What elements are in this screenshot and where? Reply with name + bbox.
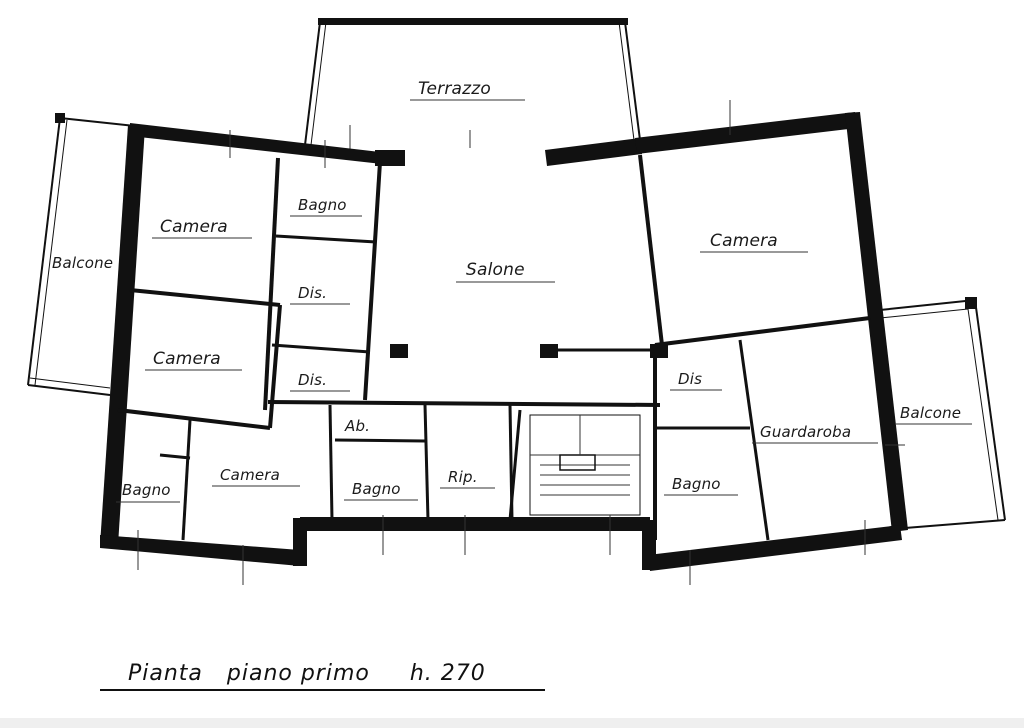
label-dis-1: Dis. bbox=[298, 284, 327, 302]
label-terrazzo: Terrazzo bbox=[418, 79, 491, 99]
room-labels: Terrazzo Salone Camera Camera Camera Cam… bbox=[52, 79, 972, 503]
label-bagno-left: Bagno bbox=[122, 481, 171, 499]
label-camera-bottom: Camera bbox=[220, 466, 280, 484]
label-bagno-center: Bagno bbox=[352, 480, 401, 498]
plan-title-text: Pianta piano primo h. 270 bbox=[128, 661, 486, 686]
label-camera-right: Camera bbox=[710, 231, 778, 251]
window-marks bbox=[137, 100, 905, 585]
outer-walls bbox=[100, 112, 908, 571]
interior-walls bbox=[117, 154, 871, 541]
label-rip: Rip. bbox=[448, 468, 478, 486]
label-guardaroba: Guardaroba bbox=[760, 423, 851, 441]
balcone-right-outline bbox=[879, 297, 1006, 529]
label-ab: Ab. bbox=[344, 417, 370, 435]
label-camera-left-top: Camera bbox=[160, 217, 228, 237]
label-camera-left-mid: Camera bbox=[153, 349, 221, 369]
plan-title: Pianta piano primo h. 270 bbox=[100, 661, 545, 691]
label-dis-3: Dis bbox=[678, 370, 702, 388]
label-balcone-right: Balcone bbox=[900, 404, 961, 422]
label-bagno-right: Bagno bbox=[672, 475, 721, 493]
terrazzo-outline bbox=[304, 18, 641, 150]
bottom-strip bbox=[0, 718, 1024, 728]
label-dis-2: Dis. bbox=[298, 371, 327, 389]
label-bagno-top: Bagno bbox=[298, 196, 347, 214]
label-balcone-left: Balcone bbox=[52, 254, 113, 272]
balcone-left-outline bbox=[27, 113, 136, 396]
label-salone: Salone bbox=[466, 260, 525, 280]
